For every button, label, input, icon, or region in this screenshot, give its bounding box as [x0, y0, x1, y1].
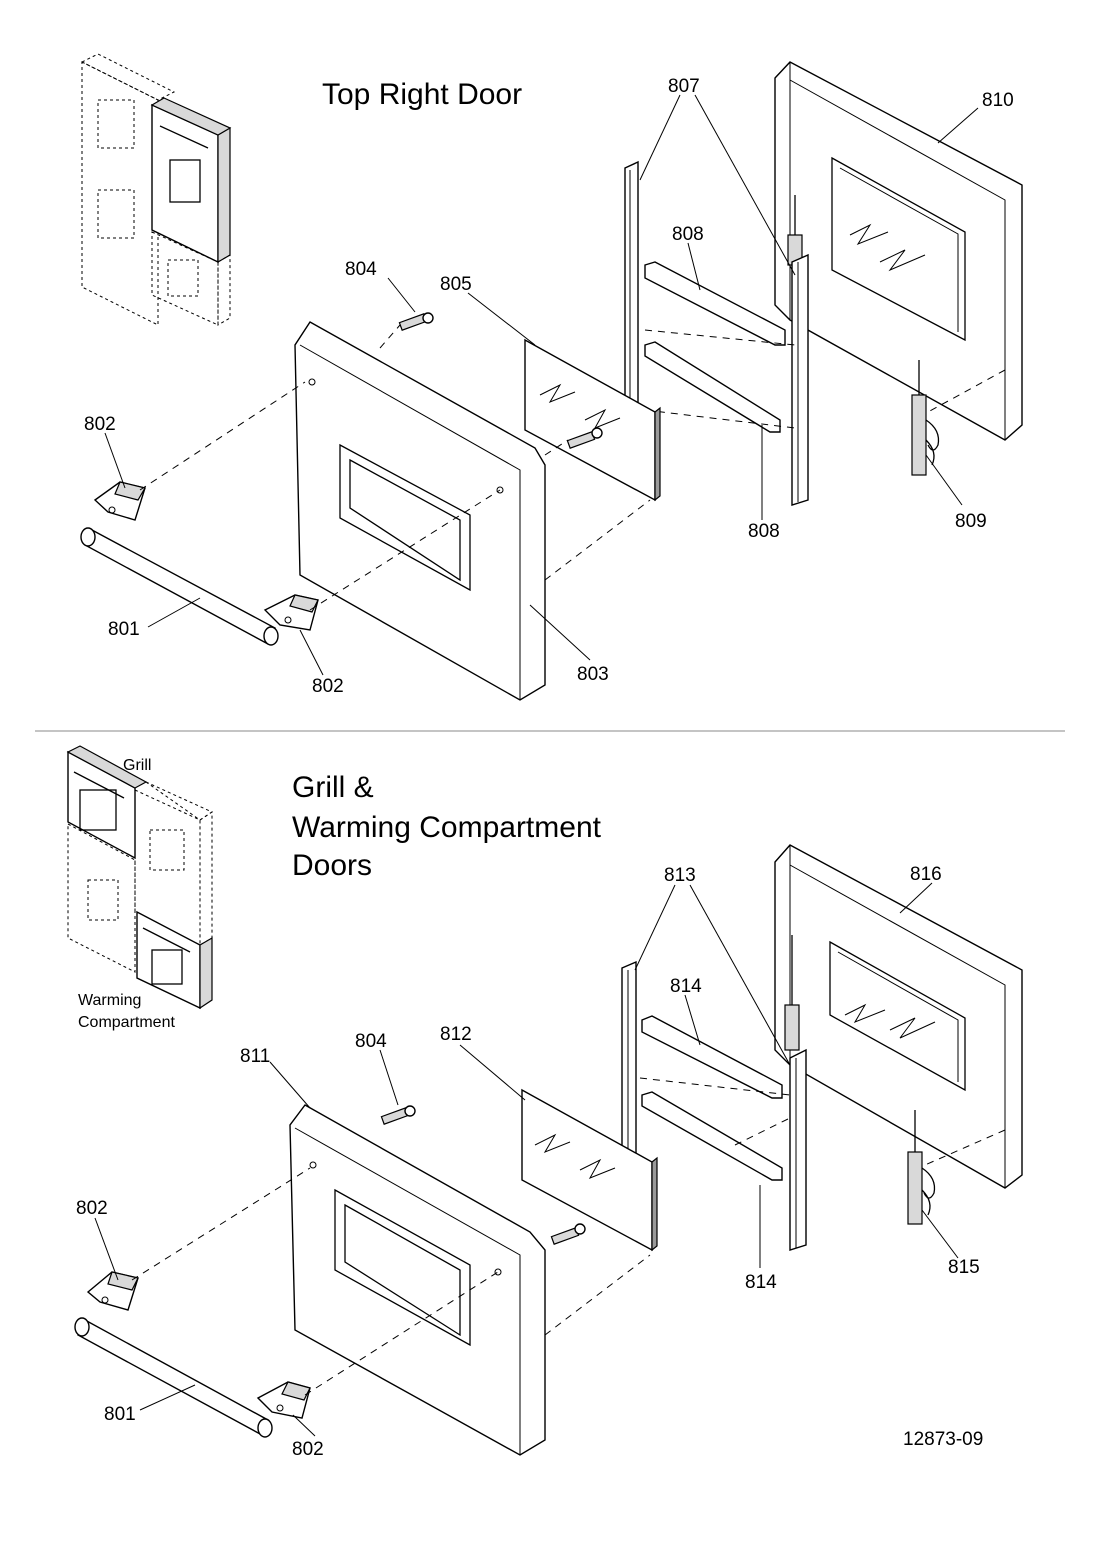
outer-door-803 — [294, 321, 546, 701]
door-inner-frame-816 — [774, 844, 1023, 1225]
end-cap-802d — [256, 1381, 311, 1419]
callout-810: 810 — [982, 90, 1014, 111]
figure-id: 12873-09 — [903, 1429, 983, 1450]
glass-panel-812 — [521, 1088, 658, 1252]
locator-thumbnail-top — [80, 53, 232, 326]
screws-804-bottom — [380, 1105, 586, 1245]
callout-816: 816 — [910, 864, 942, 885]
callout-812: 812 — [440, 1024, 472, 1045]
locator-label-warming: Warming — [78, 992, 141, 1009]
handle-801 — [80, 527, 279, 646]
locator-label-compartment: Compartment — [78, 1014, 175, 1031]
callout-801: 801 — [104, 1404, 136, 1425]
section-top-right-door: Top Right Door — [80, 53, 1023, 701]
door-inner-frame-810 — [774, 61, 1023, 476]
brackets-814 — [639, 1015, 791, 1181]
callout-807: 807 — [668, 76, 700, 97]
callout-801: 801 — [108, 619, 140, 640]
callout-808: 808 — [748, 521, 780, 542]
handle-801-bottom — [74, 1317, 273, 1438]
locator-thumbnail-bottom — [66, 745, 214, 1010]
section-title-line-2: Warming Compartment — [292, 811, 602, 844]
callout-802: 802 — [76, 1198, 108, 1219]
callout-804: 804 — [345, 259, 377, 280]
end-cap-802b — [263, 594, 319, 631]
callout-815: 815 — [948, 1257, 980, 1278]
brackets-808 — [644, 261, 796, 433]
callout-802: 802 — [84, 414, 116, 435]
side-channels-813 — [621, 960, 807, 1251]
callout-802: 802 — [292, 1439, 324, 1460]
section-title: Top Right Door — [322, 78, 522, 111]
callout-804: 804 — [355, 1031, 387, 1052]
locator-label-grill: Grill — [123, 757, 151, 774]
glass-panel-805 — [524, 338, 661, 502]
callout-814: 814 — [745, 1272, 777, 1293]
callout-813: 813 — [664, 865, 696, 886]
section-title-line-3: Doors — [292, 849, 372, 882]
callout-814: 814 — [670, 976, 702, 997]
callout-803: 803 — [577, 664, 609, 685]
section-grill-warming: Grill Warming Compartment Grill & Warmin… — [66, 745, 1023, 1460]
screws-804 — [398, 312, 603, 449]
callout-805: 805 — [440, 274, 472, 295]
callout-811: 811 — [240, 1046, 270, 1067]
end-cap-802c — [86, 1271, 139, 1311]
callout-809: 809 — [955, 511, 987, 532]
outer-door-811 — [289, 1104, 546, 1456]
callout-808: 808 — [672, 224, 704, 245]
end-cap-802a — [93, 481, 146, 521]
section-title-line-1: Grill & — [292, 771, 374, 804]
callout-802: 802 — [312, 676, 344, 697]
